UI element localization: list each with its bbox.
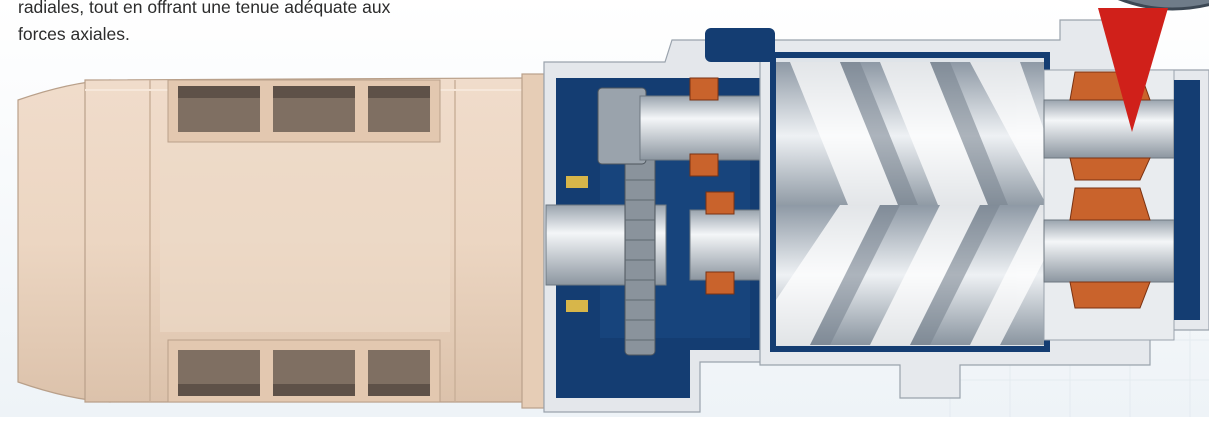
female-rotor [776,205,1044,345]
lower-discharge-shaft [1043,219,1175,283]
large-gear [624,144,656,356]
upper-rotor-shaft [639,95,776,161]
motor-top-vents [167,79,441,143]
caption-text: radiales, tout en offrant une tenue adéq… [18,0,538,48]
bearing-upper-top [689,77,719,101]
male-rotor [776,62,1044,210]
bearing-lower-bottom [705,271,735,295]
magnifier-callout [1098,0,1209,132]
caption-line-1: radiales, tout en offrant une tenue adéq… [18,0,391,17]
motor-bottom-vents [167,339,441,403]
motor [17,73,545,409]
gear-housing [543,39,776,413]
caption-line-2: forces axiales. [18,24,130,44]
upper-discharge-shaft [1043,99,1175,159]
pinion-gear [597,87,647,165]
motor-flange [521,73,545,409]
discharge-end [1043,69,1200,341]
bearing-lower-top [705,191,735,215]
callout-pointer [1098,8,1168,132]
bearing-upper-bottom [689,153,719,177]
